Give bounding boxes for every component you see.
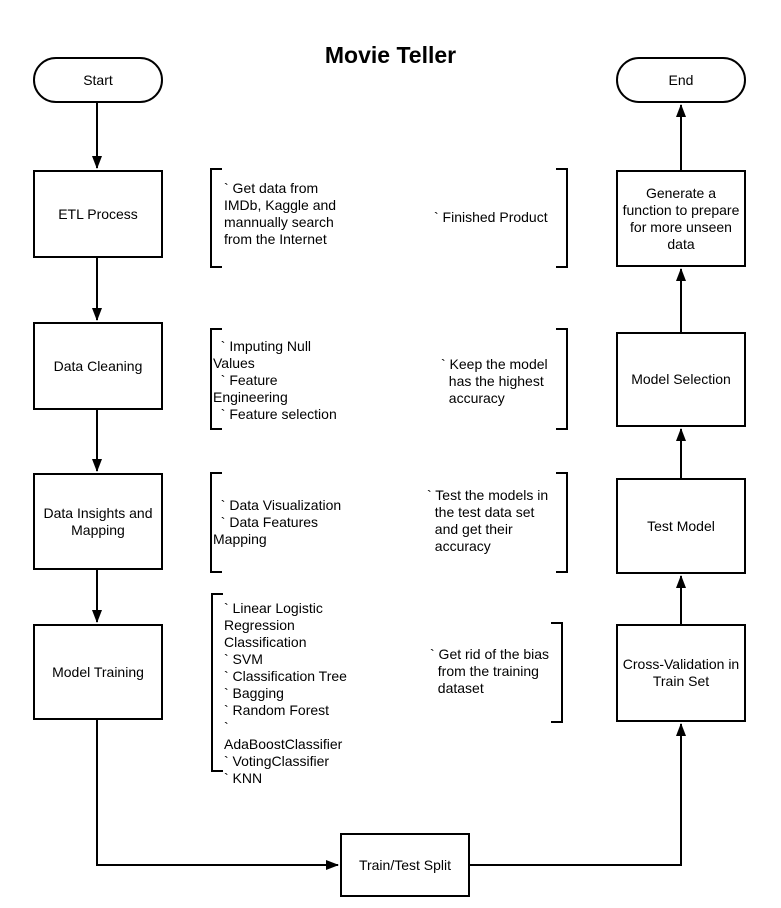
note-data-cleaning: ` Imputing Null Values ` Feature Enginee… xyxy=(213,338,337,422)
bracket-open-row2 xyxy=(210,328,222,430)
node-test-model: Test Model xyxy=(616,478,746,574)
bracket-open-row1 xyxy=(210,168,222,268)
bracket-open-row4 xyxy=(211,593,223,772)
node-data-cleaning: Data Cleaning xyxy=(33,322,163,410)
node-start: Start xyxy=(33,57,163,103)
bracket-close-row1 xyxy=(556,168,568,268)
node-cross-validation: Cross-Validation in Train Set xyxy=(616,624,746,722)
node-etl-process: ETL Process xyxy=(33,170,163,258)
note-data-insights: ` Data Visualization ` Data Features Map… xyxy=(213,497,342,547)
note-cross-validation: ` Get rid of the bias from the training … xyxy=(430,646,550,696)
bracket-close-row2 xyxy=(556,328,568,430)
arrow-train-test-split-to-cross-validation xyxy=(470,723,686,866)
bracket-close-row4 xyxy=(551,622,563,723)
note-etl-sources: ` Get data from IMDb, Kaggle and mannual… xyxy=(224,180,337,247)
node-model-training: Model Training xyxy=(33,624,163,720)
diagram-title: Movie Teller xyxy=(324,42,457,68)
note-model-training: ` Linear Logistic Regression Classificat… xyxy=(224,600,347,786)
node-train-test-split: Train/Test Split xyxy=(340,833,470,897)
node-data-insights-and-mapping: Data Insights and Mapping xyxy=(33,473,163,570)
note-test-model: ` Test the models in the test data set a… xyxy=(427,487,549,554)
bracket-close-row3 xyxy=(556,472,568,573)
node-generate-function: Generate a function to prepare for more … xyxy=(616,170,746,267)
note-model-selection: ` Keep the model has the highest accurac… xyxy=(441,356,548,406)
note-finished-product: ` Finished Product xyxy=(434,209,548,225)
node-model-selection: Model Selection xyxy=(616,332,746,427)
node-end: End xyxy=(616,57,746,103)
bracket-open-row3 xyxy=(210,472,222,573)
